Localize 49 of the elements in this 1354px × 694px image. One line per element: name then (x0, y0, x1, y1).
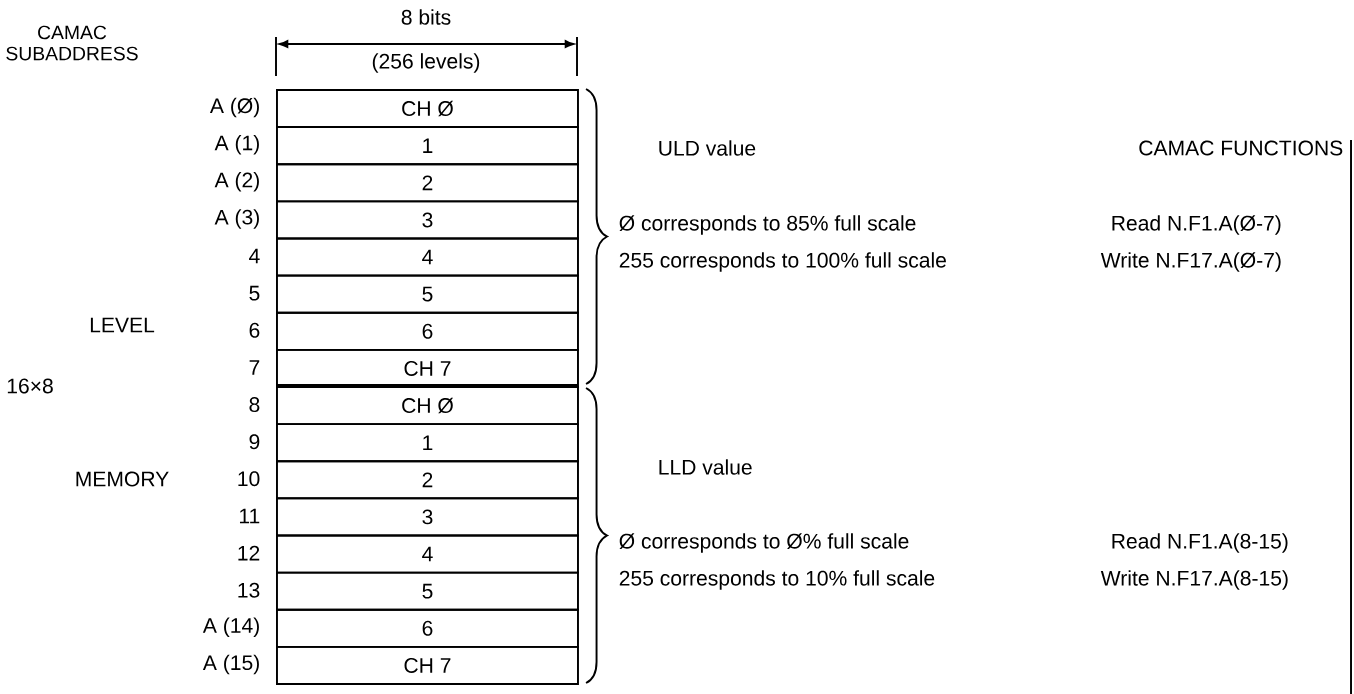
memory-cell: 3 (276, 200, 579, 240)
subaddress-label: 12 (238, 545, 260, 561)
memory-cell: CH 7 (276, 645, 579, 685)
label: MEMORY (76, 471, 169, 487)
subaddress-label: 9 (249, 434, 260, 450)
subaddress-label: 8 (249, 397, 260, 412)
memory-cell: CH Ø (276, 386, 579, 426)
subaddress-label: A (3) (214, 209, 259, 229)
subaddress-label: 13 (238, 582, 260, 598)
subaddress-label: A (1) (214, 134, 259, 155)
memory-cell: 2 (276, 163, 579, 203)
subaddress-label: 6 (249, 322, 260, 338)
label: 255 corresponds to 10% full scale (619, 570, 935, 590)
subaddress-label: 10 (238, 471, 260, 487)
memory-cell: 5 (276, 571, 579, 611)
label: (256 levels) (372, 53, 480, 73)
memory-cell: CH 7 (276, 348, 579, 388)
memory-cell: CH Ø (276, 89, 579, 129)
subaddress-label: A (Ø) (209, 97, 259, 118)
label: Write N.F17.A(Ø-7) (1100, 252, 1281, 272)
memory-cell: 4 (276, 237, 579, 277)
subaddress-label: 7 (249, 360, 260, 375)
memory-cell: 1 (276, 126, 579, 166)
memory-cell: 6 (276, 608, 579, 648)
label: LEVEL (90, 317, 155, 333)
label: 16×8 (7, 378, 53, 394)
label: 255 corresponds to 100% full scale (619, 252, 946, 272)
subaddress-label: A (2) (214, 172, 259, 192)
label: 8 bits (401, 9, 451, 25)
label: Ø corresponds to Ø% full scale (619, 533, 909, 553)
subaddress-label: 5 (249, 285, 260, 301)
label: Read N.F1.A(Ø-7) (1112, 215, 1281, 235)
memory-cell: 3 (276, 497, 579, 537)
memory-cell: 6 (276, 311, 579, 351)
memory-cell: 5 (276, 274, 579, 314)
subaddress-label: A (15) (202, 654, 259, 675)
subaddress-label: 4 (249, 248, 260, 264)
label: LLD value (659, 459, 752, 475)
label: ULD value (659, 140, 756, 156)
memory-cell: 2 (276, 460, 579, 500)
label: CAMAC SUBADDRESS (6, 25, 138, 61)
memory-cell: 1 (276, 423, 579, 463)
label: Ø corresponds to 85% full scale (619, 215, 916, 235)
label: CAMAC FUNCTIONS (1139, 140, 1343, 156)
label: Read N.F1.A(8-15) (1112, 533, 1288, 553)
subaddress-label: A (14) (202, 617, 259, 638)
memory-cell: 4 (276, 534, 579, 574)
subaddress-label: 11 (240, 508, 260, 524)
label: Write N.F17.A(8-15) (1100, 570, 1288, 590)
